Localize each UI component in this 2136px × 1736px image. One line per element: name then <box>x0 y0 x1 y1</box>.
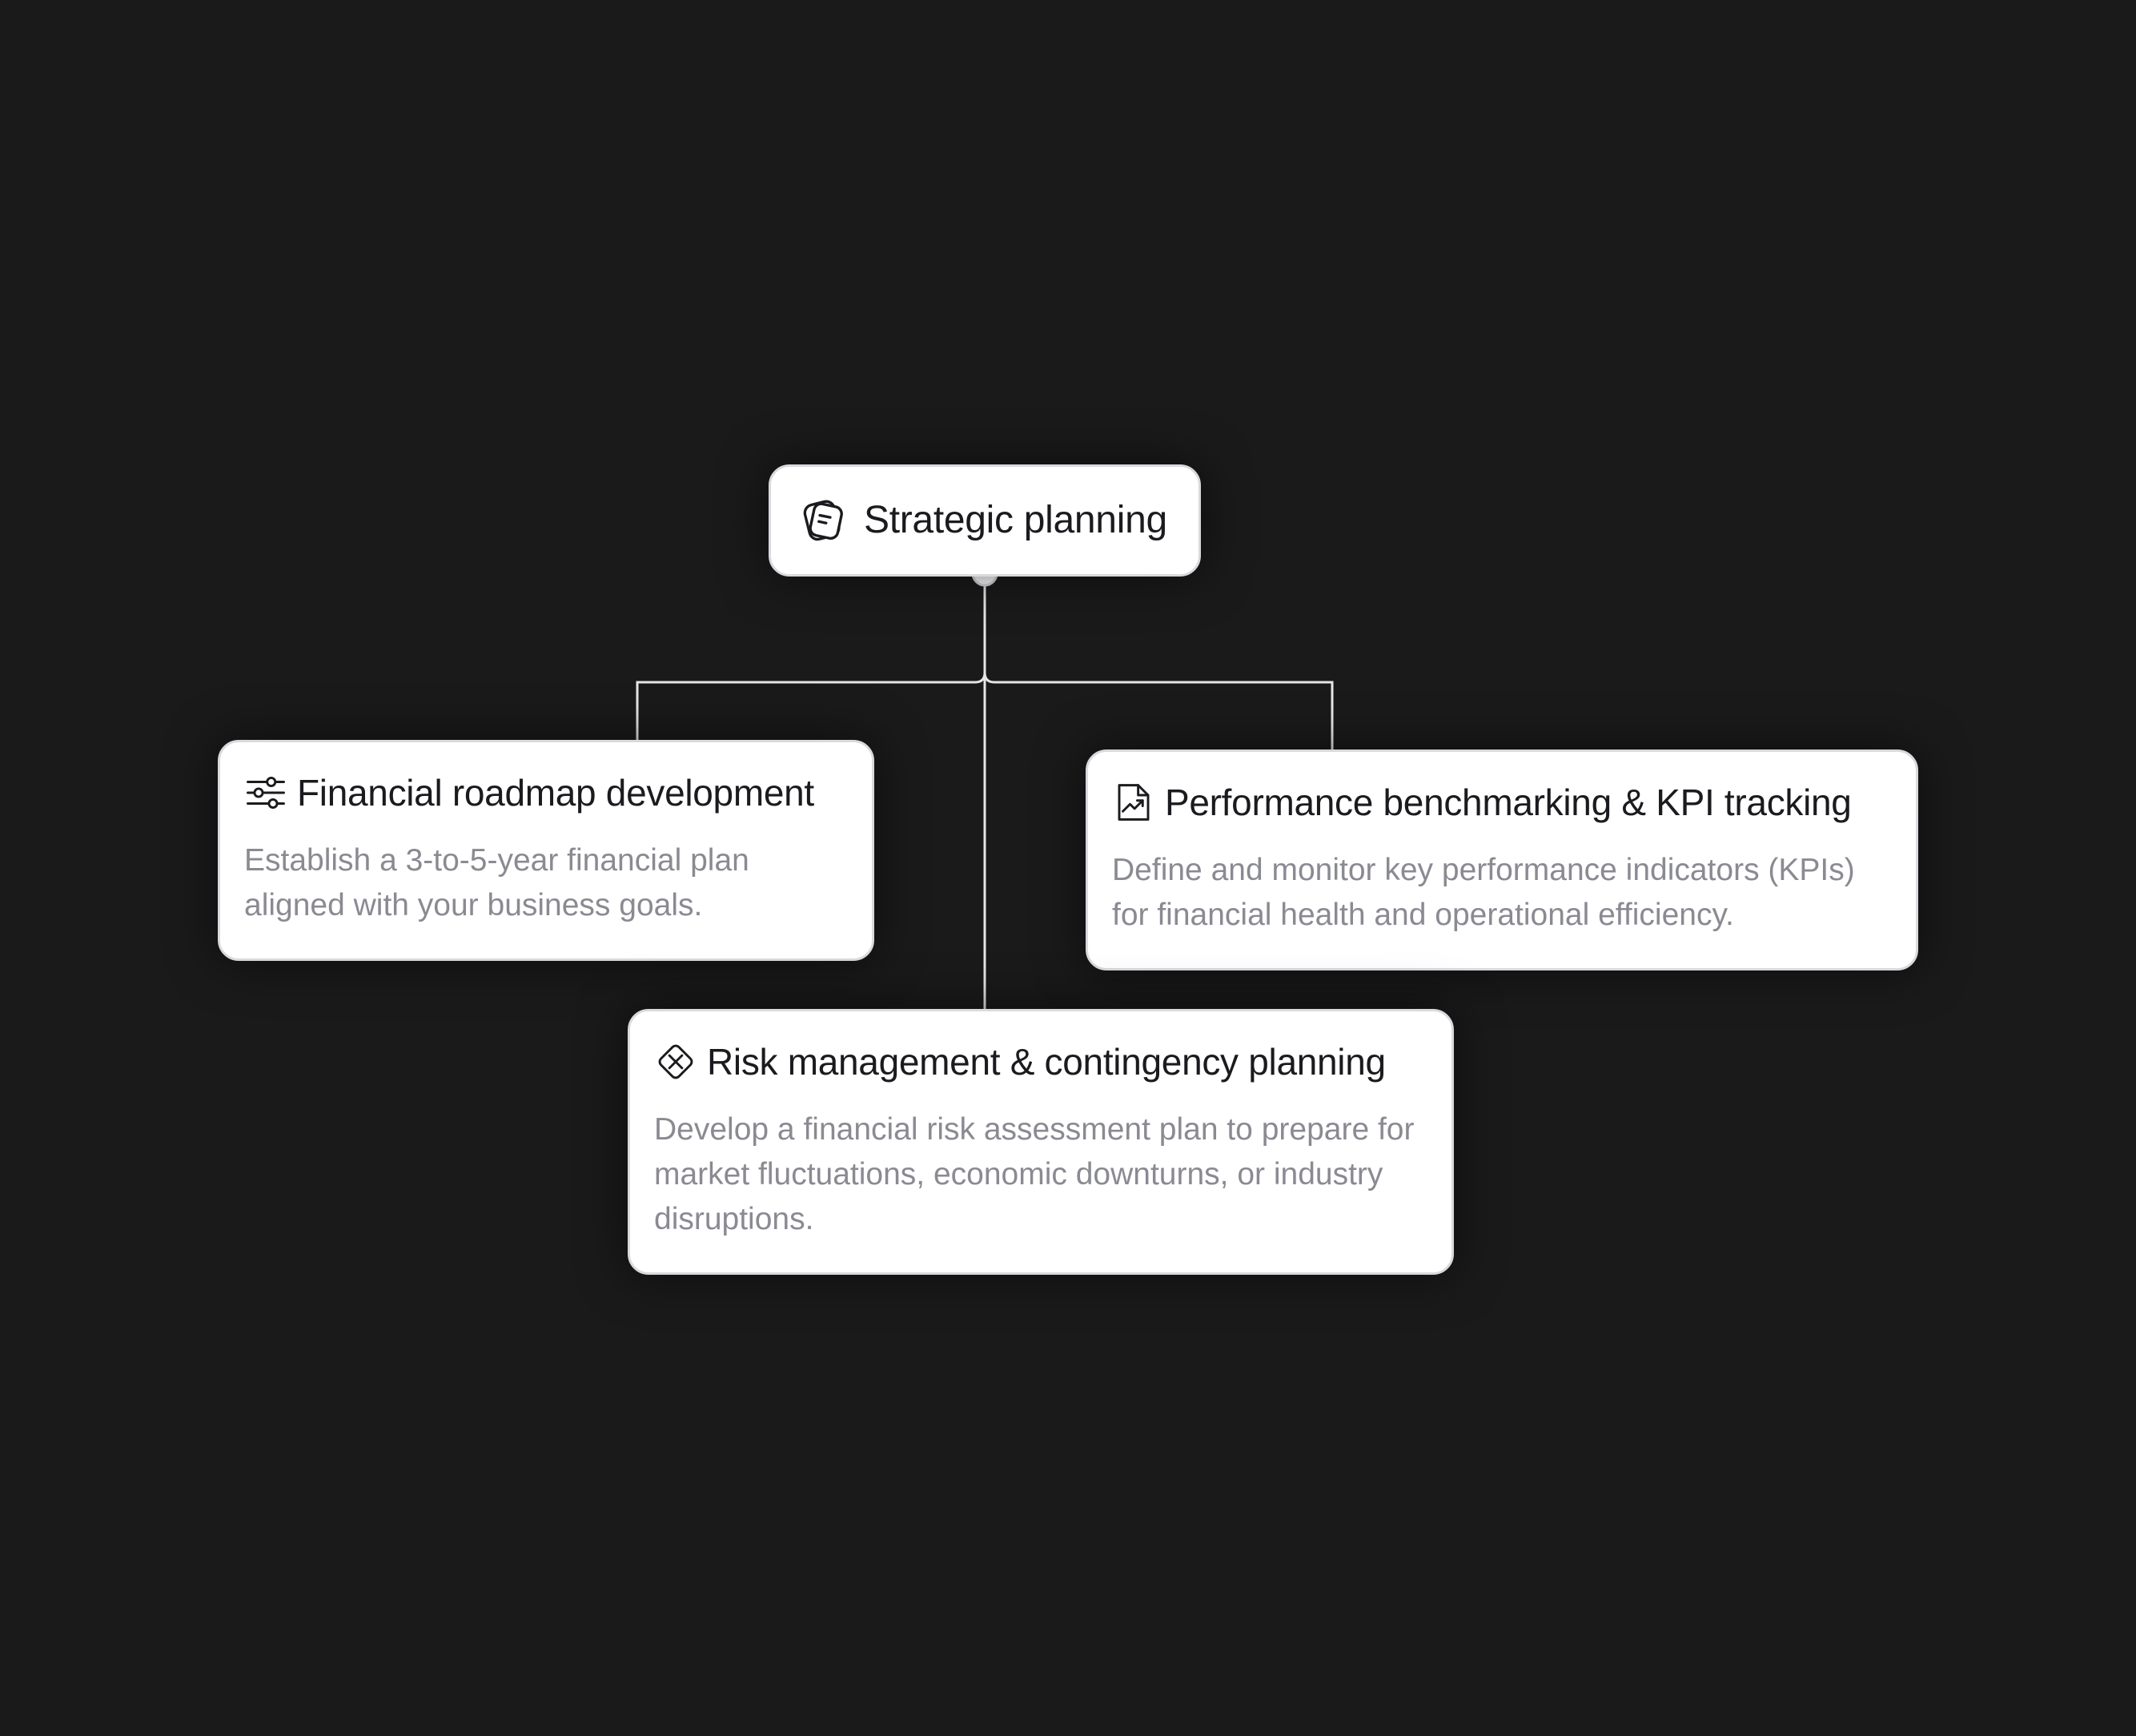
node-financial-roadmap-title: Financial roadmap development <box>297 771 814 814</box>
connector-right-branch <box>983 672 1334 751</box>
node-financial-roadmap-description: Establish a 3-to-5-year financial plan a… <box>244 843 749 922</box>
root-node-strategic-planning[interactable]: Strategic planning <box>769 464 1201 577</box>
root-node-header: Strategic planning <box>797 467 1173 574</box>
node-performance-kpi-description: Define and monitor key performance indic… <box>1112 853 1855 932</box>
node-risk-management-title: Risk management & contingency planning <box>707 1040 1386 1083</box>
connector-left-branch <box>636 672 986 741</box>
node-financial-roadmap-header: Financial roadmap development <box>244 771 848 814</box>
sliders-icon <box>244 771 287 814</box>
node-risk-management-header: Risk management & contingency planning <box>654 1040 1427 1083</box>
strategy-cards-icon <box>797 496 846 545</box>
chart-document-icon <box>1112 781 1155 824</box>
node-performance-kpi[interactable]: Performance benchmarking & KPI tracking … <box>1086 749 1918 970</box>
node-performance-kpi-header: Performance benchmarking & KPI tracking <box>1112 781 1892 824</box>
node-risk-management-description: Develop a financial risk assessment plan… <box>654 1112 1415 1236</box>
diamond-cross-icon <box>654 1040 697 1083</box>
node-financial-roadmap[interactable]: Financial roadmap development Establish … <box>218 740 874 961</box>
node-risk-management[interactable]: Risk management & contingency planning D… <box>628 1009 1454 1275</box>
root-node-title: Strategic planning <box>864 498 1167 541</box>
node-performance-kpi-title: Performance benchmarking & KPI tracking <box>1165 781 1852 823</box>
